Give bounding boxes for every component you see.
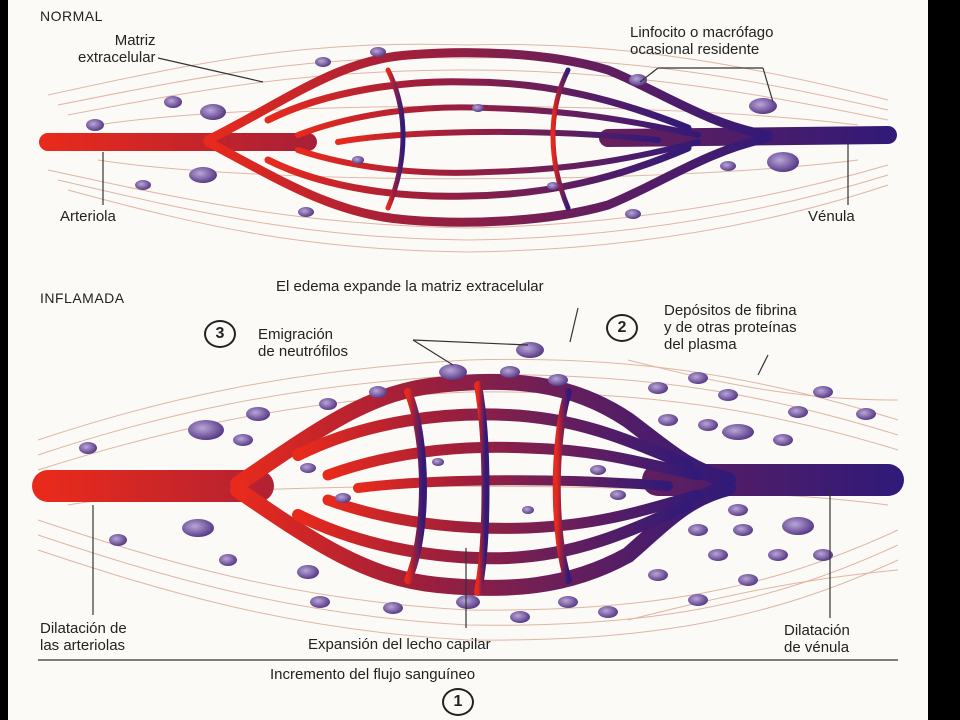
venule-dilation-label: Dilatación de vénula bbox=[784, 622, 850, 656]
step-2-marker: 2 bbox=[606, 314, 638, 342]
normal-matrix-fibers bbox=[47, 43, 889, 253]
emigration-label: Emigración de neutrófilos bbox=[258, 326, 349, 360]
lymphocyte-label: Linfocito o macrófago ocasional resident… bbox=[630, 24, 774, 58]
inflamed-leader-lines bbox=[38, 307, 898, 661]
normal-section-label: NORMAL bbox=[40, 8, 103, 24]
normal-vessel-network bbox=[39, 48, 897, 227]
inflamed-cells bbox=[79, 342, 876, 623]
arteriole-dilation-label: Dilatación de las arteriolas bbox=[40, 620, 127, 654]
edema-label: El edema expande la matriz extracelular bbox=[276, 278, 544, 295]
venule-label: Vénula bbox=[808, 208, 855, 225]
flow-label: Incremento del flujo sanguíneo bbox=[270, 666, 476, 683]
matrix-label: Matriz extracelular bbox=[78, 32, 156, 66]
inflamed-section-label: INFLAMADA bbox=[40, 290, 125, 306]
normal-leader-lines bbox=[102, 57, 849, 205]
arteriole-label: Arteriola bbox=[60, 208, 116, 225]
step-3-marker: 3 bbox=[204, 320, 236, 348]
step-1-marker: 1 bbox=[442, 688, 474, 716]
vessel-illustration bbox=[32, 43, 904, 661]
diagram-canvas: NORMAL Matriz extracelular Linfocito o m… bbox=[8, 0, 928, 720]
normal-cells bbox=[86, 47, 799, 219]
capillary-expansion-label: Expansión del lecho capilar bbox=[308, 636, 491, 653]
inflamed-vessel-network bbox=[32, 373, 904, 596]
fibrin-label: Depósitos de fibrina y de otras proteína… bbox=[664, 302, 797, 353]
